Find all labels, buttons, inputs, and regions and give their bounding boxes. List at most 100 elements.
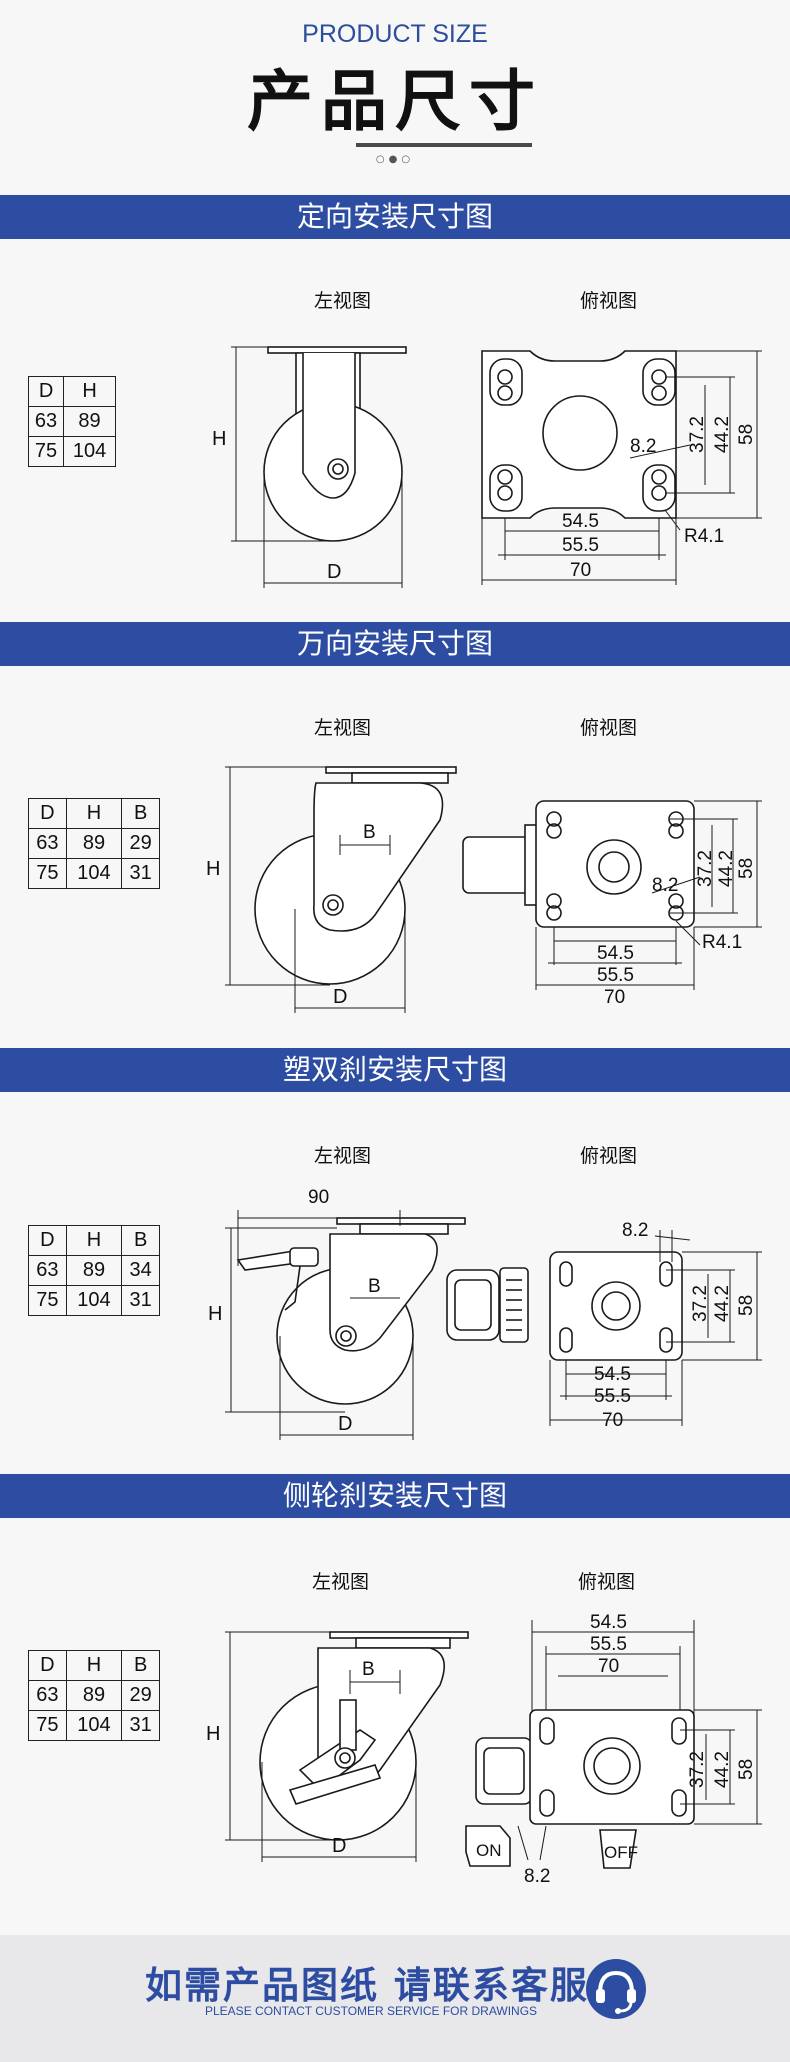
dim-radius: R4.1 <box>684 526 724 547</box>
dim-44-2: 44.2 <box>712 416 733 453</box>
dim-70: 70 <box>598 1656 619 1677</box>
dim-70: 70 <box>570 560 591 581</box>
table-cell: 63 <box>28 1255 67 1286</box>
table-cell: 31 <box>121 858 160 889</box>
table-cell: 29 <box>121 1680 160 1711</box>
swivel-caster-drawing: H D B <box>206 766 762 1013</box>
dim-70: 70 <box>604 987 625 1008</box>
footer-cta-en: PLEASE CONTACT CUSTOMER SERVICE FOR DRAW… <box>205 2004 538 2018</box>
table-header-row: D H B <box>28 1650 160 1681</box>
spec-table-swivel: D H B 63 89 29 75 104 31 <box>28 798 160 889</box>
dim-hole: 8.2 <box>630 436 656 457</box>
table-cell: 75 <box>28 1285 67 1316</box>
table-row: 75 104 <box>27 436 116 467</box>
dim-b: B <box>363 822 376 843</box>
header-title-cn: 产品尺寸 <box>247 63 543 140</box>
left-view-title: 左视图 <box>314 1145 372 1167</box>
left-view-title: 左视图 <box>312 1571 370 1593</box>
footer-cta-cn: 如需产品图纸 请联系客服 <box>145 1964 589 2007</box>
side-brake-caster-drawing: H D B <box>206 1612 762 1887</box>
header-dots: ○●○ <box>375 154 415 165</box>
dim-h: H <box>206 858 220 880</box>
table-cell: 29 <box>121 828 160 859</box>
fixed-caster-drawing: H D <box>212 346 762 588</box>
table-header-row: D H B <box>28 1225 160 1256</box>
fixed-side-view <box>231 346 407 588</box>
dim-d: D <box>327 561 341 583</box>
dim-54-5: 54.5 <box>562 511 599 532</box>
table-cell: 104 <box>65 858 123 889</box>
top-view-title: 俯视图 <box>580 1145 638 1167</box>
table-cell: 34 <box>121 1255 160 1286</box>
table-cell: 89 <box>65 1680 123 1711</box>
section-band-swivel: 万向安装尺寸图 <box>0 622 790 666</box>
spec-table-side-brake: D H B 63 89 29 75 104 31 <box>28 1650 160 1741</box>
table-cell: 31 <box>121 1285 160 1316</box>
spec-table-double-brake: D H B 63 89 34 75 104 31 <box>28 1225 160 1316</box>
table-cell: 89 <box>63 406 116 437</box>
brake-off-label: OFF <box>604 1843 638 1862</box>
dim-54-5: 54.5 <box>590 1612 627 1633</box>
dim-37-2: 37.2 <box>687 1751 708 1788</box>
top-view-title: 俯视图 <box>578 1571 636 1593</box>
dim-55-5: 55.5 <box>594 1386 631 1407</box>
fixed-top-view <box>481 350 762 585</box>
table-header-cell: B <box>121 1225 160 1256</box>
table-cell: 31 <box>121 1710 160 1741</box>
dim-55-5: 55.5 <box>562 535 599 556</box>
headset-icon[interactable] <box>580 1953 652 2025</box>
top-view-title: 俯视图 <box>580 717 638 739</box>
table-cell: 75 <box>28 858 67 889</box>
double-brake-caster-drawing: 90 H D B <box>208 1187 762 1440</box>
side-brake-side-view <box>225 1631 469 1862</box>
top-view-title: 俯视图 <box>580 290 638 312</box>
dim-width-90: 90 <box>308 1187 329 1208</box>
table-row: 75 104 31 <box>28 858 160 889</box>
dim-44-2: 44.2 <box>712 1751 733 1788</box>
header-underline <box>356 143 532 147</box>
dim-58: 58 <box>736 424 757 445</box>
dim-h: H <box>206 1723 220 1745</box>
table-header-row: D H B <box>28 798 160 829</box>
left-view-title: 左视图 <box>314 717 372 739</box>
table-header-cell: D <box>27 376 65 407</box>
dim-55-5: 55.5 <box>597 965 634 986</box>
dim-hole: 8.2 <box>652 875 678 896</box>
dim-b: B <box>362 1659 375 1680</box>
side-brake-top-view <box>465 1620 762 1869</box>
swivel-side-view <box>225 766 457 1013</box>
section-band-fixed: 定向安装尺寸图 <box>0 195 790 239</box>
section-band-double-brake: 塑双刹安装尺寸图 <box>0 1048 790 1092</box>
table-cell: 75 <box>28 1710 67 1741</box>
section-band-side-brake: 侧轮刹安装尺寸图 <box>0 1474 790 1518</box>
page-header: PRODUCT SIZE 产品尺寸 ○●○ <box>0 0 790 190</box>
table-cell: 104 <box>63 436 116 467</box>
dim-b: B <box>368 1276 381 1297</box>
dim-d: D <box>332 1835 346 1857</box>
spec-table-fixed: D H 63 89 75 104 <box>27 376 116 467</box>
dim-d: D <box>338 1413 352 1435</box>
dim-d: D <box>333 986 347 1008</box>
table-row: 63 89 <box>27 406 116 437</box>
dim-h: H <box>212 428 226 450</box>
table-header-cell: B <box>121 1650 160 1681</box>
dim-54-5: 54.5 <box>594 1364 631 1385</box>
left-view-title: 左视图 <box>314 290 372 312</box>
dim-58: 58 <box>736 1759 757 1780</box>
dim-37-2: 37.2 <box>687 416 708 453</box>
dim-58: 58 <box>736 1295 757 1316</box>
dim-hole: 8.2 <box>622 1220 648 1241</box>
table-cell: 104 <box>65 1285 123 1316</box>
dim-h: H <box>208 1303 222 1325</box>
table-cell: 104 <box>65 1710 123 1741</box>
brake-on-label: ON <box>476 1841 502 1860</box>
swivel-top-view <box>462 800 762 990</box>
dim-70: 70 <box>602 1410 623 1431</box>
table-cell: 89 <box>65 828 123 859</box>
dim-54-5: 54.5 <box>597 943 634 964</box>
table-header-row: D H <box>27 376 116 407</box>
footer-banner: 如需产品图纸 请联系客服 PLEASE CONTACT CUSTOMER SER… <box>0 1935 790 2062</box>
table-row: 75 104 31 <box>28 1285 160 1316</box>
table-cell: 89 <box>65 1255 123 1286</box>
dim-37-2: 37.2 <box>695 850 716 887</box>
